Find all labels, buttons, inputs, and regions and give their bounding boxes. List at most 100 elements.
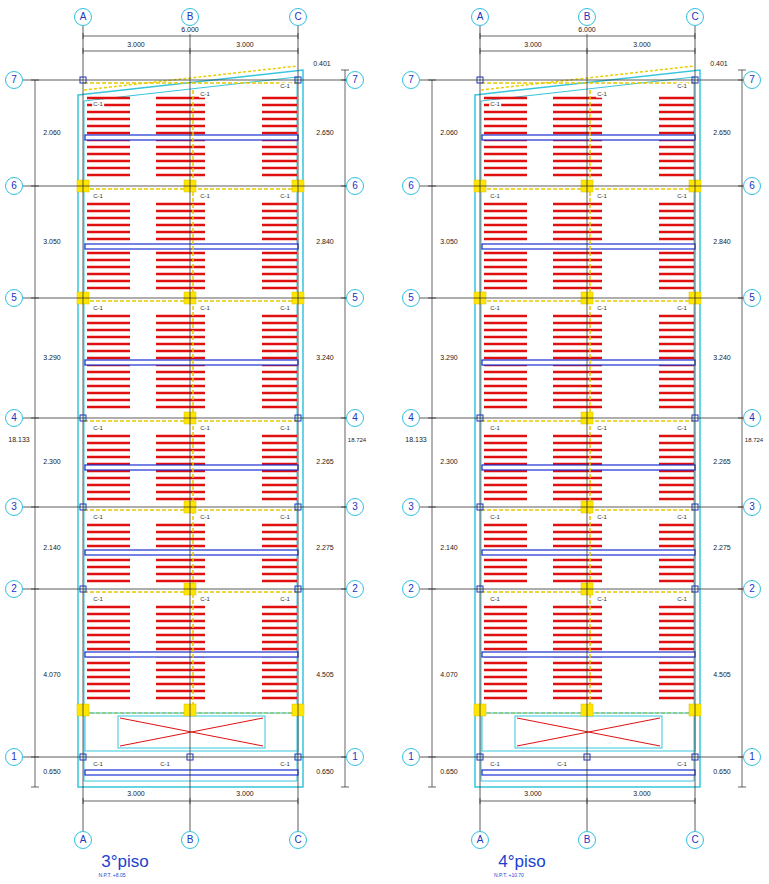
joist-hatch	[659, 613, 694, 616]
joist-hatch	[87, 648, 130, 651]
joist-hatch	[553, 104, 602, 107]
joist-hatch	[484, 315, 527, 318]
joist-hatch	[87, 371, 130, 374]
column-tag: C-1	[676, 83, 688, 90]
joist-hatch	[484, 146, 527, 149]
joist-hatch	[553, 620, 602, 623]
joist-hatch	[262, 606, 297, 609]
joist-hatch	[87, 484, 130, 487]
joist-hatch	[87, 167, 130, 170]
joist-hatch	[87, 224, 130, 227]
grid-label: 7	[749, 75, 755, 85]
column-tag: C-1	[596, 193, 608, 200]
joist-hatch	[156, 683, 205, 686]
joist-hatch	[262, 252, 297, 255]
joist-hatch	[484, 231, 527, 234]
column-tag: C-1	[596, 305, 608, 312]
dimension-text: 2.840	[315, 238, 335, 246]
joist-hatch	[553, 238, 602, 241]
grid-label: 6	[352, 181, 358, 191]
joist-hatch	[262, 559, 297, 562]
dimension-text: 4.070	[42, 671, 62, 679]
joist-hatch	[262, 566, 297, 569]
joist-hatch	[87, 573, 130, 576]
joist-hatch	[262, 238, 297, 241]
grid-axis	[420, 589, 743, 590]
joist-hatch	[553, 167, 602, 170]
column-tag: C-1	[596, 596, 608, 603]
joist-hatch	[484, 449, 527, 452]
grid-bubble: 2	[743, 580, 761, 598]
joist-hatch	[659, 224, 694, 227]
grid-label: B	[584, 835, 591, 845]
grid-label: C	[294, 12, 301, 22]
joist-hatch	[659, 132, 694, 135]
grid-label: 2	[352, 584, 358, 594]
joist-hatch	[484, 690, 527, 693]
grid-bubble: 1	[743, 748, 761, 766]
joist-hatch	[484, 662, 527, 665]
grid-label: A	[477, 12, 484, 22]
joist-hatch	[659, 524, 694, 527]
grid-bubble: B	[181, 831, 199, 849]
joist-hatch	[87, 343, 130, 346]
grid-bubble: B	[578, 831, 596, 849]
grid-bubble: B	[578, 8, 596, 26]
dimension-line	[480, 801, 695, 802]
joist-hatch	[553, 210, 602, 213]
blue-beam	[482, 360, 695, 365]
joist-hatch	[87, 669, 130, 672]
joist-hatch	[553, 531, 602, 534]
joist-hatch	[484, 697, 527, 700]
joist-hatch	[156, 252, 205, 255]
joist-hatch	[484, 174, 527, 177]
grid-label: 3	[352, 502, 358, 512]
joist-hatch	[87, 641, 130, 644]
joist-hatch	[659, 118, 694, 121]
dimension-text: 2.300	[42, 458, 62, 466]
joist-hatch	[87, 322, 130, 325]
joist-hatch	[659, 174, 694, 177]
grid-bubble: 1	[5, 748, 23, 766]
grid-label: 6	[408, 181, 414, 191]
dimension-text: 4.505	[315, 671, 335, 679]
joist-hatch	[87, 531, 130, 534]
joist-hatch	[553, 160, 602, 163]
joist-hatch	[659, 203, 694, 206]
joist-hatch	[484, 280, 527, 283]
column-tag: C-1	[279, 305, 291, 312]
dimension-text: 3.240	[315, 354, 335, 362]
joist-hatch	[262, 392, 297, 395]
grid-axis	[420, 186, 743, 187]
joist-hatch	[156, 322, 205, 325]
joist-hatch	[262, 132, 297, 135]
column-tag: C-1	[596, 514, 608, 521]
blue-beam	[482, 550, 695, 555]
joist-hatch	[156, 498, 205, 501]
joist-hatch	[156, 280, 205, 283]
dimension-text: 18.133	[7, 436, 30, 444]
joist-hatch	[156, 343, 205, 346]
grid-bubble: 2	[5, 580, 23, 598]
dimension-text: 2.650	[315, 129, 335, 137]
joist-hatch	[156, 580, 205, 583]
joist-hatch	[553, 669, 602, 672]
joist-hatch	[156, 217, 205, 220]
joist-hatch	[87, 238, 130, 241]
joist-hatch	[156, 125, 205, 128]
blue-beam	[482, 244, 695, 249]
column-tag: C-1	[279, 514, 291, 521]
joist-hatch	[87, 477, 130, 480]
blue-beam	[85, 550, 298, 555]
joist-hatch	[553, 491, 602, 494]
joist-hatch	[659, 538, 694, 541]
grid-label: 5	[749, 293, 755, 303]
joist-hatch	[87, 634, 130, 637]
grid-bubble: 3	[743, 498, 761, 516]
joist-hatch	[553, 343, 602, 346]
grid-bubble: 5	[5, 289, 23, 307]
joist-hatch	[484, 224, 527, 227]
joist-hatch	[156, 336, 205, 339]
joist-hatch	[484, 118, 527, 121]
